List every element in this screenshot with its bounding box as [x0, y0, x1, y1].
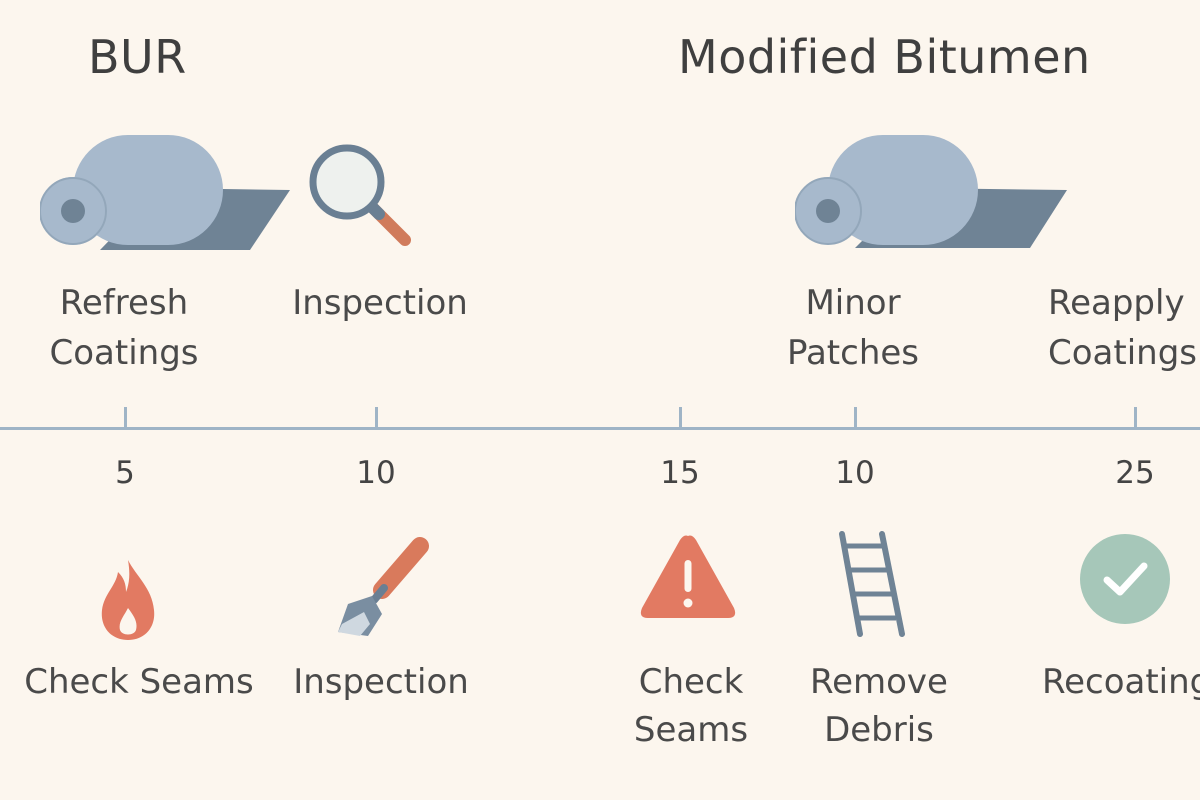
- year-label: 5: [115, 455, 135, 491]
- ladder-icon: [839, 531, 905, 637]
- top-label-minor-patches: Minor Patches: [786, 283, 919, 373]
- year-label: 10: [356, 455, 396, 491]
- timeline-tick: [1133, 407, 1137, 428]
- timeline-axis: [0, 427, 1200, 430]
- bottom-label-check-seams: Check Seams: [24, 662, 254, 702]
- year-label: 10: [835, 455, 875, 491]
- year-label: 25: [1115, 455, 1155, 491]
- bur-title: BUR: [88, 30, 187, 84]
- magnifier-icon: [309, 144, 411, 246]
- top-label-reapply-coatings: Reapply Coatings: [1048, 283, 1197, 373]
- bottom-label-inspection: Inspection: [293, 662, 469, 702]
- membrane-roll-icon: [40, 135, 290, 250]
- timeline-tick: [123, 407, 127, 428]
- scraper-tool-icon: [338, 537, 429, 636]
- timeline-tick: [374, 407, 378, 428]
- flame-icon: [101, 560, 155, 640]
- check-circle-icon: [1080, 534, 1170, 624]
- modified-bitumen-title: Modified Bitumen: [678, 30, 1091, 84]
- bottom-label-remove-debris: Remove Debris: [810, 662, 948, 750]
- bottom-label-recoating: Recoating: [1042, 662, 1200, 702]
- year-label: 15: [660, 455, 700, 491]
- membrane-roll-icon: [795, 135, 1067, 248]
- timeline-tick: [853, 407, 857, 428]
- warning-triangle-icon: [640, 535, 736, 618]
- bottom-label-check-seams-2: Check Seams: [633, 662, 749, 750]
- top-label-inspection: Inspection: [292, 283, 468, 323]
- timeline-tick: [678, 407, 682, 428]
- top-label-refresh-coatings: Refresh Coatings: [49, 283, 199, 373]
